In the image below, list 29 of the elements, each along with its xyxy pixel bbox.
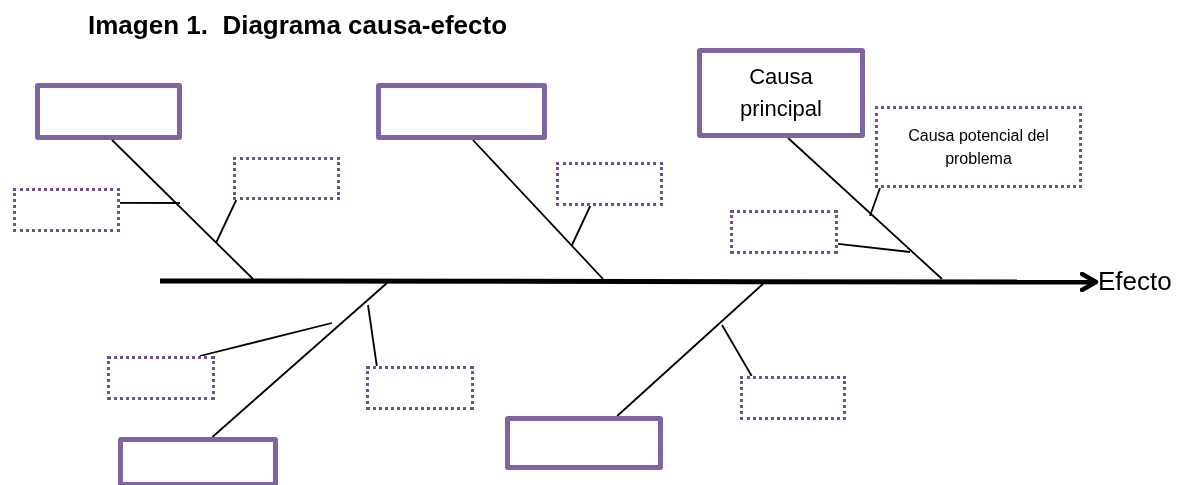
bone-line [787,137,943,280]
sub-cause-box [107,356,215,400]
sub-cause-box: Causa potencial del problema [875,106,1082,188]
effect-label: Efecto [1098,264,1172,300]
bone-line [111,139,254,280]
branch-line [571,205,592,246]
cause-box [376,83,547,140]
cause-box [35,83,182,140]
sub-cause-box [556,162,663,206]
sub-cause-box [13,188,120,232]
cause-box [118,437,278,485]
branch-line [837,243,911,253]
spine-arrow [160,271,1099,293]
sub-cause-box [740,376,846,420]
branch-line [367,304,378,367]
bone-line [211,282,388,438]
diagram-title: Imagen 1. Diagrama causa-efecto [88,10,508,41]
cause-box [505,416,663,470]
sub-cause-box [233,157,340,200]
cause-box: Causa principal [697,48,865,138]
branch-line [721,324,753,377]
bone-line [472,139,604,280]
branch-line [869,187,881,217]
sub-cause-box [366,366,474,410]
branch-line [215,199,238,244]
sub-cause-box [730,210,838,254]
branch-line [119,202,181,204]
bone-line [616,282,765,417]
branch-line [199,322,333,357]
